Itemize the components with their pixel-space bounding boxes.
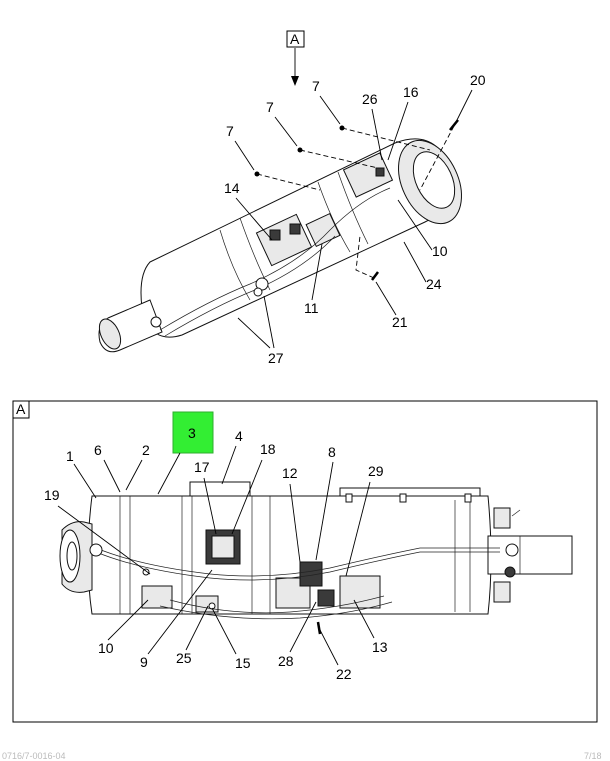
callout-26[interactable]: 26 — [362, 91, 378, 107]
callout-15[interactable]: 15 — [235, 655, 251, 671]
callout-28[interactable]: 28 — [278, 653, 294, 669]
callout-18[interactable]: 18 — [260, 441, 276, 457]
callout-7a[interactable]: 7 — [312, 78, 320, 94]
callout-25[interactable]: 25 — [176, 650, 192, 666]
fastener-21 — [371, 271, 379, 281]
detail-view-label: A — [16, 401, 26, 417]
fastener-22 — [316, 621, 322, 635]
callout-14[interactable]: 14 — [224, 180, 240, 196]
aftertreatment-assembly-detail — [59, 481, 573, 620]
footer-right-code: 7/18 — [584, 751, 602, 761]
callout-4[interactable]: 4 — [235, 428, 243, 444]
callout-12[interactable]: 12 — [282, 465, 298, 481]
view-a-arrowhead — [291, 76, 299, 86]
detail-view-a: A — [12, 400, 598, 723]
assembly-line-4 — [419, 125, 455, 191]
fastener-20 — [449, 119, 459, 131]
detail-view-frame — [12, 400, 598, 723]
aftertreatment-assembly-top — [98, 138, 462, 353]
view-a-marker-label: A — [290, 31, 300, 47]
fastener-7b — [297, 147, 303, 153]
assembly-line-1 — [341, 127, 431, 151]
fastener-7a — [339, 125, 345, 131]
callout-22[interactable]: 22 — [336, 666, 352, 682]
fastener-7c — [254, 171, 260, 177]
callout-20[interactable]: 20 — [470, 72, 486, 88]
assembly-line-5 — [355, 235, 375, 279]
callout-2[interactable]: 2 — [142, 442, 150, 458]
callout-13[interactable]: 13 — [372, 639, 388, 655]
detail-view-label-box — [12, 400, 30, 419]
assembly-line-3 — [256, 173, 321, 191]
footer-left-code: 0716/7-0016-04 — [2, 751, 66, 761]
callout-24[interactable]: 24 — [426, 276, 442, 292]
callout-19[interactable]: 19 — [44, 487, 60, 503]
callout-10-top[interactable]: 10 — [432, 243, 448, 259]
callout-29[interactable]: 29 — [368, 463, 384, 479]
top-isometric-view: A — [98, 30, 486, 366]
callout-17[interactable]: 17 — [194, 459, 210, 475]
callout-11[interactable]: 11 — [304, 300, 319, 316]
callout-10-detail[interactable]: 10 — [98, 640, 114, 656]
callout-7b[interactable]: 7 — [266, 99, 274, 115]
callout-27[interactable]: 27 — [268, 350, 284, 366]
view-a-marker-box[interactable] — [286, 30, 305, 48]
callout-7c[interactable]: 7 — [226, 123, 234, 139]
callout-3-highlight[interactable] — [172, 411, 214, 454]
callout-9[interactable]: 9 — [140, 654, 148, 670]
callout-1[interactable]: 1 — [66, 448, 74, 464]
callout-21[interactable]: 21 — [392, 314, 408, 330]
assembly-line-2 — [299, 149, 379, 169]
callout-6[interactable]: 6 — [94, 442, 102, 458]
callout-16[interactable]: 16 — [403, 84, 419, 100]
callout-8[interactable]: 8 — [328, 444, 336, 460]
callout-3[interactable]: 3 — [188, 425, 196, 441]
